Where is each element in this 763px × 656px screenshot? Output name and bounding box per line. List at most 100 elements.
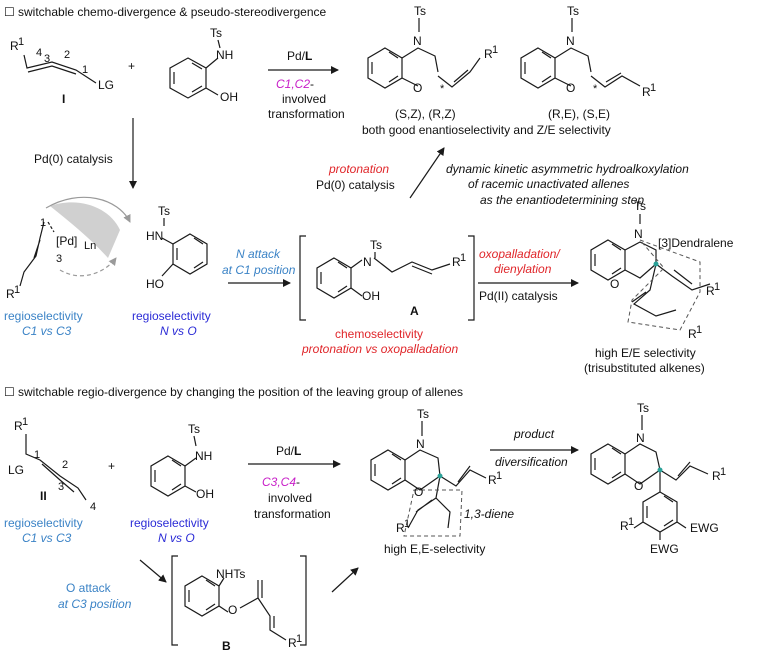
stereo-z: (S,Z), (R,Z) xyxy=(395,107,456,121)
svg-text:R: R xyxy=(396,521,405,535)
svg-text:1: 1 xyxy=(14,284,20,296)
svg-text:HN: HN xyxy=(146,229,163,243)
high-ee-bottom: high E,E-selectivity xyxy=(384,542,485,556)
svg-text:1: 1 xyxy=(22,416,28,428)
compound-label-II: II xyxy=(40,489,47,503)
protonation-vs-oxo: protonation vs oxopalladation xyxy=(301,342,458,356)
trisubstituted-label: (trisubstituted alkenes) xyxy=(584,361,705,375)
section1-checkbox: ☐ xyxy=(4,5,15,19)
compound-label-B: B xyxy=(222,639,231,653)
svg-text:Ts: Ts xyxy=(188,422,200,436)
svg-text:N: N xyxy=(634,227,643,241)
svg-text:LG: LG xyxy=(8,463,24,477)
regio-c1c3-label2: C1 vs C3 xyxy=(22,324,72,338)
c1c2-label: C1,C2- xyxy=(276,77,314,91)
svg-text:N: N xyxy=(416,437,425,451)
involved-label: involved xyxy=(282,92,326,106)
product-z-isomer: Ts N O * R 1 (S,Z), (R,Z) xyxy=(367,4,498,121)
svg-text:EWG: EWG xyxy=(650,542,679,556)
o-attack-label2: at C3 position xyxy=(58,597,132,611)
svg-text:1: 1 xyxy=(628,516,634,528)
aminophenol-bottom: Ts NH OH xyxy=(150,422,214,501)
intermediate-B: NHTs O R 1 B xyxy=(171,555,307,653)
compound-label-I: I xyxy=(62,92,65,106)
section2-checkbox: ☐ xyxy=(4,385,15,399)
regio-c1c3-label1: regioselectivity xyxy=(4,309,83,323)
svg-text:Ts: Ts xyxy=(634,199,646,213)
svg-text:O: O xyxy=(414,485,423,499)
regio-no-label1: regioselectivity xyxy=(132,309,211,323)
svg-text:Ts: Ts xyxy=(637,401,649,415)
protonation-label: protonation xyxy=(328,162,389,176)
svg-text:OH: OH xyxy=(220,90,238,104)
plus-sign: + xyxy=(128,59,135,73)
svg-text:R: R xyxy=(288,636,297,650)
product-dendralene: Ts N O [3]Dendralene R 1 R 1 high E/E se… xyxy=(584,199,734,375)
diene-label: 1,3-diene xyxy=(464,507,514,521)
svg-text:3: 3 xyxy=(56,253,62,265)
svg-text:2: 2 xyxy=(64,49,70,61)
c3c4-label: C3,C4- xyxy=(262,475,300,489)
compound-label-A: A xyxy=(410,304,419,318)
svg-text:4: 4 xyxy=(36,47,42,59)
svg-text:O: O xyxy=(566,81,575,95)
svg-text:[3]Dendralene: [3]Dendralene xyxy=(658,236,734,250)
product-13-diene: Ts N O R 1 R 1 1,3-diene high E,E-select… xyxy=(370,407,514,556)
svg-text:O: O xyxy=(228,603,237,617)
regio-no-bot1: regioselectivity xyxy=(130,516,209,530)
svg-text:Ts: Ts xyxy=(210,26,222,40)
svg-text:R: R xyxy=(712,469,721,483)
svg-text:O: O xyxy=(413,81,422,95)
svg-text:R: R xyxy=(452,255,461,269)
svg-text:1: 1 xyxy=(714,281,720,293)
transformation-label: transformation xyxy=(268,107,345,121)
svg-text:N: N xyxy=(566,34,575,48)
dkr-line3: as the enantiodetermining step xyxy=(480,193,644,207)
product-e-isomer: Ts N O * R 1 (R,E), (S,E) xyxy=(520,4,656,121)
pd2-catalysis-label: Pd(II) catalysis xyxy=(479,289,558,303)
involved-label-bot: involved xyxy=(268,491,312,505)
svg-text:R: R xyxy=(14,419,23,433)
svg-text:*: * xyxy=(440,83,445,95)
svg-text:NH: NH xyxy=(216,48,233,62)
svg-text:1: 1 xyxy=(650,82,656,94)
svg-text:1: 1 xyxy=(492,44,498,56)
svg-text:R: R xyxy=(688,327,697,341)
pd0-catalysis-label: Pd(0) catalysis xyxy=(34,152,113,166)
svg-text:O: O xyxy=(634,479,643,493)
svg-text:3: 3 xyxy=(58,481,64,493)
plus-sign-2: + xyxy=(108,459,115,473)
svg-text:R: R xyxy=(10,39,19,53)
svg-text:Ln: Ln xyxy=(84,240,96,252)
svg-text:[Pd]: [Pd] xyxy=(56,234,77,248)
regio-c1c3-bot1: regioselectivity xyxy=(4,516,83,530)
svg-text:2: 2 xyxy=(62,459,68,471)
svg-text:Ts: Ts xyxy=(370,238,382,252)
diversification-label1: product xyxy=(513,427,555,441)
protonation-arrow xyxy=(409,147,445,199)
catalyst-label-top: Pd/L xyxy=(287,49,312,63)
pd0-catalysis-protonation: Pd(0) catalysis xyxy=(316,178,395,192)
svg-text:R: R xyxy=(484,47,493,61)
o-attack-label1: O attack xyxy=(66,581,112,595)
svg-text:N: N xyxy=(413,34,422,48)
svg-text:R: R xyxy=(6,287,15,301)
svg-text:R: R xyxy=(488,473,497,487)
allene-I: R 1 4 3 2 1 LG I xyxy=(10,36,114,106)
svg-text:OH: OH xyxy=(196,487,214,501)
section1-title: switchable chemo-divergence & pseudo-ste… xyxy=(18,5,327,19)
regio-no-label2: N vs O xyxy=(160,324,197,338)
svg-text:1: 1 xyxy=(296,633,302,645)
svg-text:HO: HO xyxy=(146,277,164,291)
svg-text:LG: LG xyxy=(98,78,114,92)
section2-title: switchable regio-divergence by changing … xyxy=(18,385,463,399)
high-ee-label: high E/E selectivity xyxy=(595,346,696,360)
dkr-line2: of racemic unactivated allenes xyxy=(468,177,629,191)
aminophenol-mid: Ts HN HO xyxy=(146,204,208,291)
svg-text:1: 1 xyxy=(460,252,466,264)
svg-text:N: N xyxy=(363,255,372,269)
oxopalladation-label1: oxopalladation/ xyxy=(479,247,561,261)
regio-no-bot2: N vs O xyxy=(158,531,195,545)
catalyst-label-bottom: Pd/L xyxy=(276,444,301,458)
